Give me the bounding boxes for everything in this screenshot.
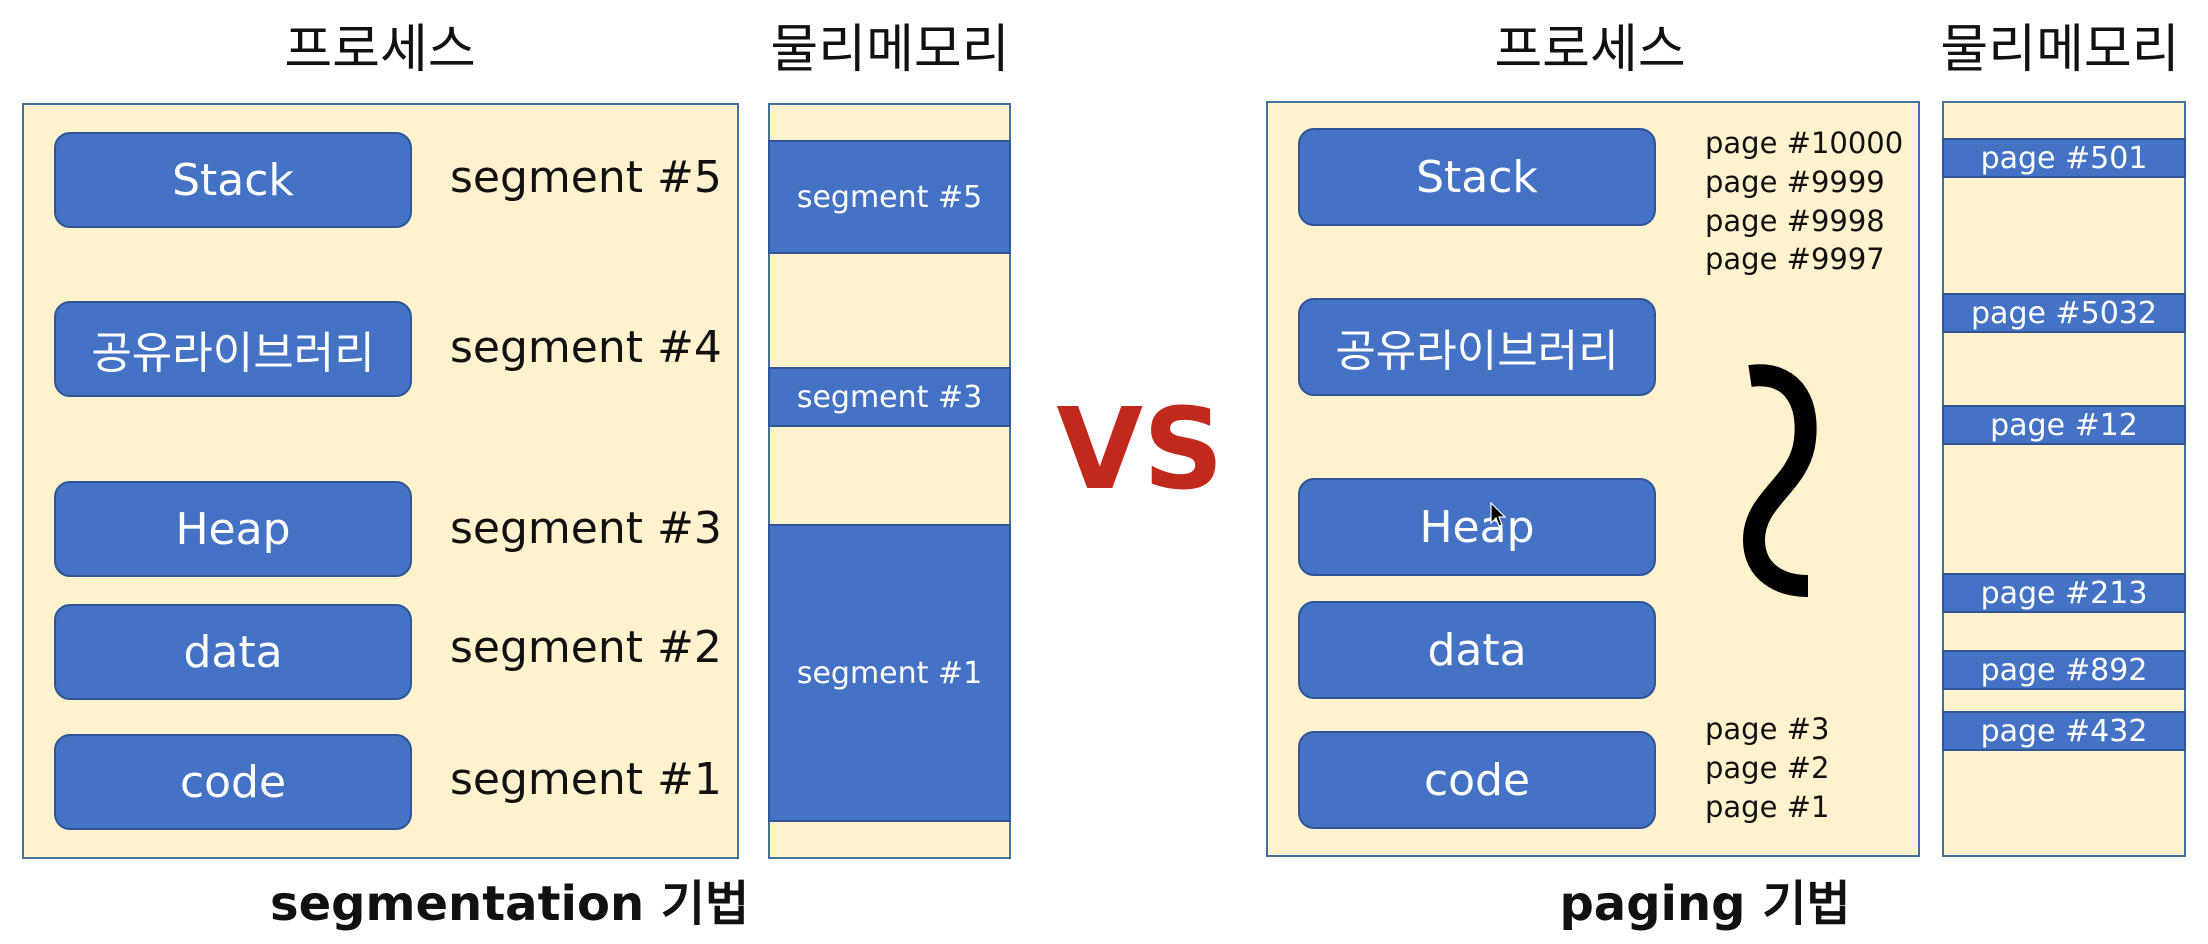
left-segment-label-1: segment #1	[450, 754, 722, 805]
left-region-data: data	[54, 604, 412, 700]
right-region-heap: Heap	[1298, 478, 1656, 576]
page-label-2: page #2	[1705, 751, 1830, 785]
right-region-shared-library: 공유라이브러리	[1298, 298, 1656, 396]
memory-page-12: page #12	[1942, 405, 2186, 445]
left-region-stack: Stack	[54, 132, 412, 228]
memory-page-432: page #432	[1942, 711, 2186, 751]
page-label-10000: page #10000	[1705, 126, 1904, 160]
paging-caption: paging 기법	[1559, 876, 1851, 932]
memory-page-213: page #213	[1942, 573, 2186, 613]
left-region-code: code	[54, 734, 412, 830]
left-memory-heading: 물리메모리	[770, 20, 1010, 80]
page-label-3: page #3	[1705, 712, 1830, 746]
memory-page-501: page #501	[1942, 138, 2186, 178]
memory-page-892: page #892	[1942, 650, 2186, 690]
left-segment-label-4: segment #4	[450, 322, 722, 373]
mouse-cursor-icon	[1490, 502, 1506, 527]
right-process-heading: 프로세스	[1494, 20, 1686, 80]
left-region-shared-library: 공유라이브러리	[54, 301, 412, 397]
right-memory-heading: 물리메모리	[1940, 20, 2180, 80]
left-segment-label-5: segment #5	[450, 152, 722, 203]
right-region-data: data	[1298, 601, 1656, 699]
left-process-heading: 프로세스	[284, 20, 476, 80]
memory-page-5032: page #5032	[1942, 293, 2186, 333]
right-region-code: code	[1298, 731, 1656, 829]
memory-segment-3: segment #3	[768, 367, 1011, 427]
memory-segment-5: segment #5	[768, 140, 1011, 254]
left-segment-label-3: segment #3	[450, 503, 722, 554]
vs-label: VS	[1056, 385, 1224, 515]
memory-segment-1: segment #1	[768, 524, 1011, 822]
page-label-9999: page #9999	[1705, 165, 1885, 199]
segmentation-caption: segmentation 기법	[270, 876, 750, 932]
right-region-stack: Stack	[1298, 128, 1656, 226]
continuation-tilde-icon	[1742, 364, 1817, 597]
page-label-9997: page #9997	[1705, 242, 1885, 276]
left-segment-label-2: segment #2	[450, 622, 722, 673]
page-label-1: page #1	[1705, 790, 1830, 824]
page-label-9998: page #9998	[1705, 204, 1885, 238]
left-region-heap: Heap	[54, 481, 412, 577]
